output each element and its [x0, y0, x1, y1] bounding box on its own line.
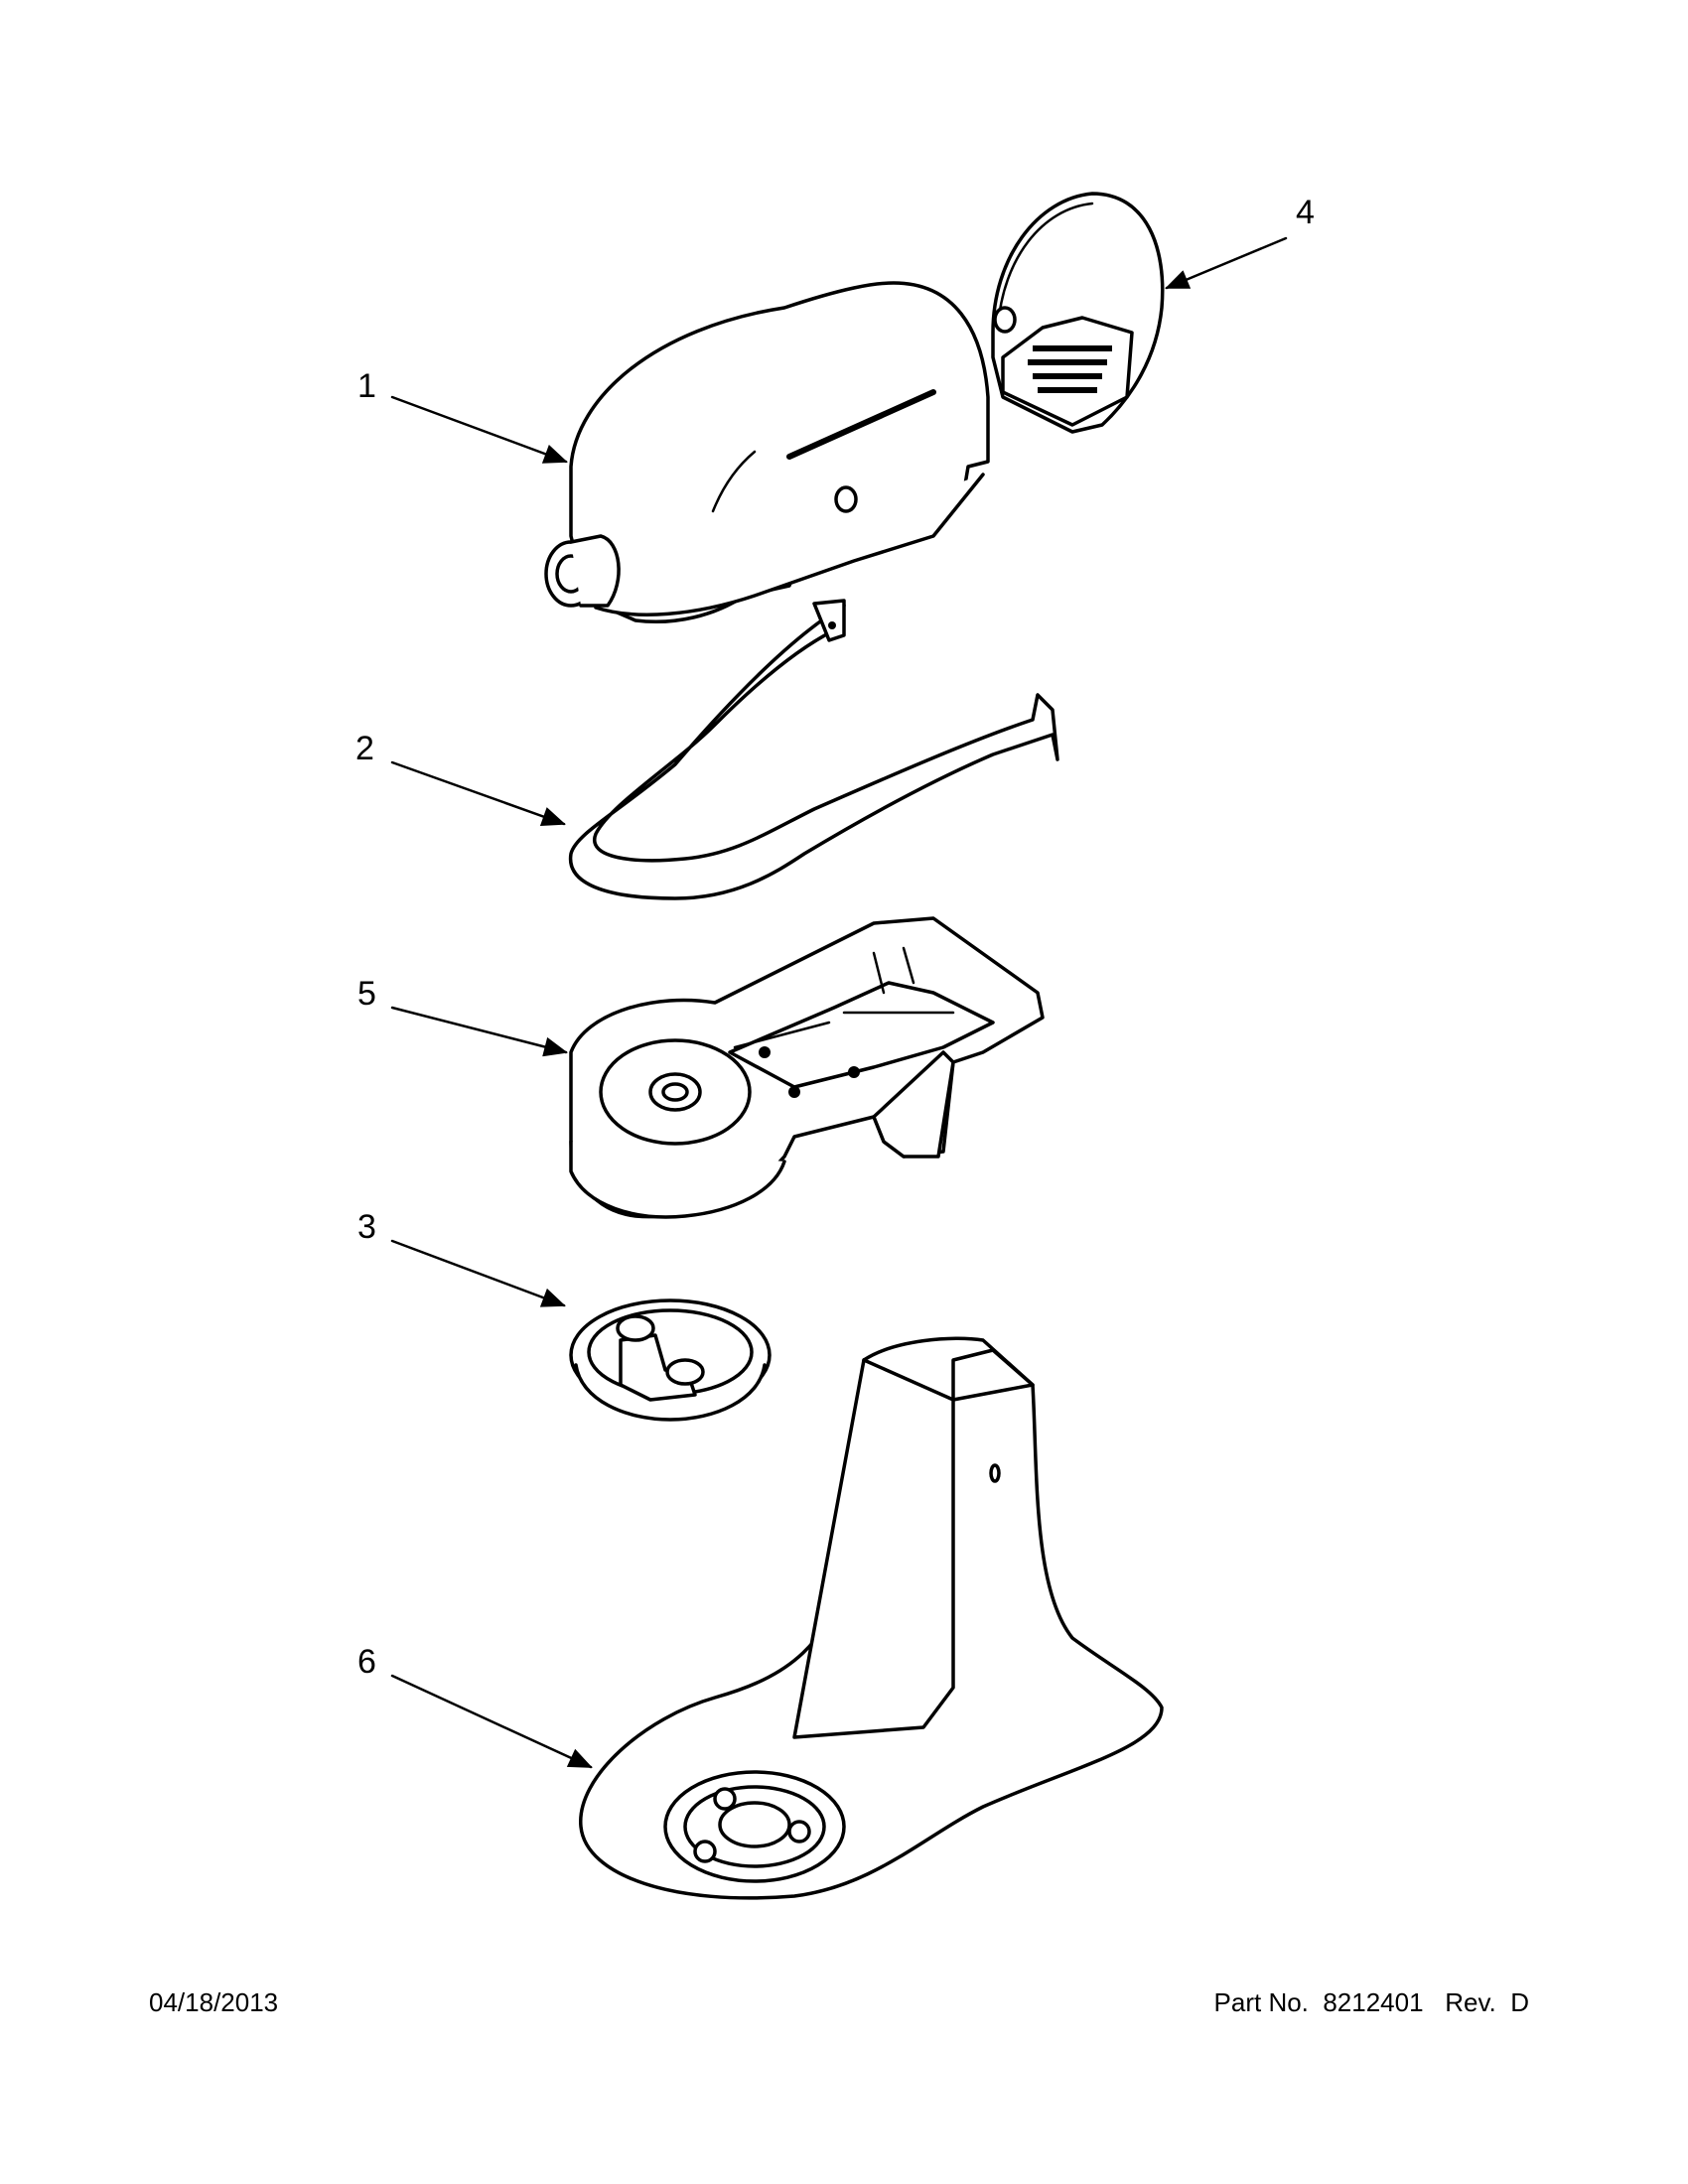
callout-1: 1: [357, 367, 568, 464]
footer-date: 04/18/2013: [149, 1987, 279, 2017]
part-2-trim-band: [568, 599, 1059, 900]
part-3-planetary-plate: [569, 1298, 772, 1422]
callout-6: 6: [357, 1643, 593, 1769]
svg-text:2: 2: [355, 730, 374, 767]
callout-5: 5: [357, 975, 568, 1057]
part-5-gear-housing: [569, 916, 1045, 1219]
svg-text:1: 1: [357, 367, 376, 405]
callout-2: 2: [355, 730, 566, 826]
svg-text:6: 6: [357, 1643, 376, 1681]
footer-part-number: Part No. 8212401 Rev. D: [1213, 1987, 1529, 2017]
svg-text:5: 5: [357, 975, 376, 1013]
callout-3: 3: [357, 1208, 566, 1307]
part-4-rear-cover: [991, 192, 1165, 434]
part-6-pedestal-base: [579, 1336, 1164, 1900]
svg-text:3: 3: [357, 1208, 376, 1246]
callout-4: 4: [1165, 194, 1315, 290]
svg-text:4: 4: [1296, 194, 1315, 231]
part-1-motor-housing: [544, 281, 990, 624]
